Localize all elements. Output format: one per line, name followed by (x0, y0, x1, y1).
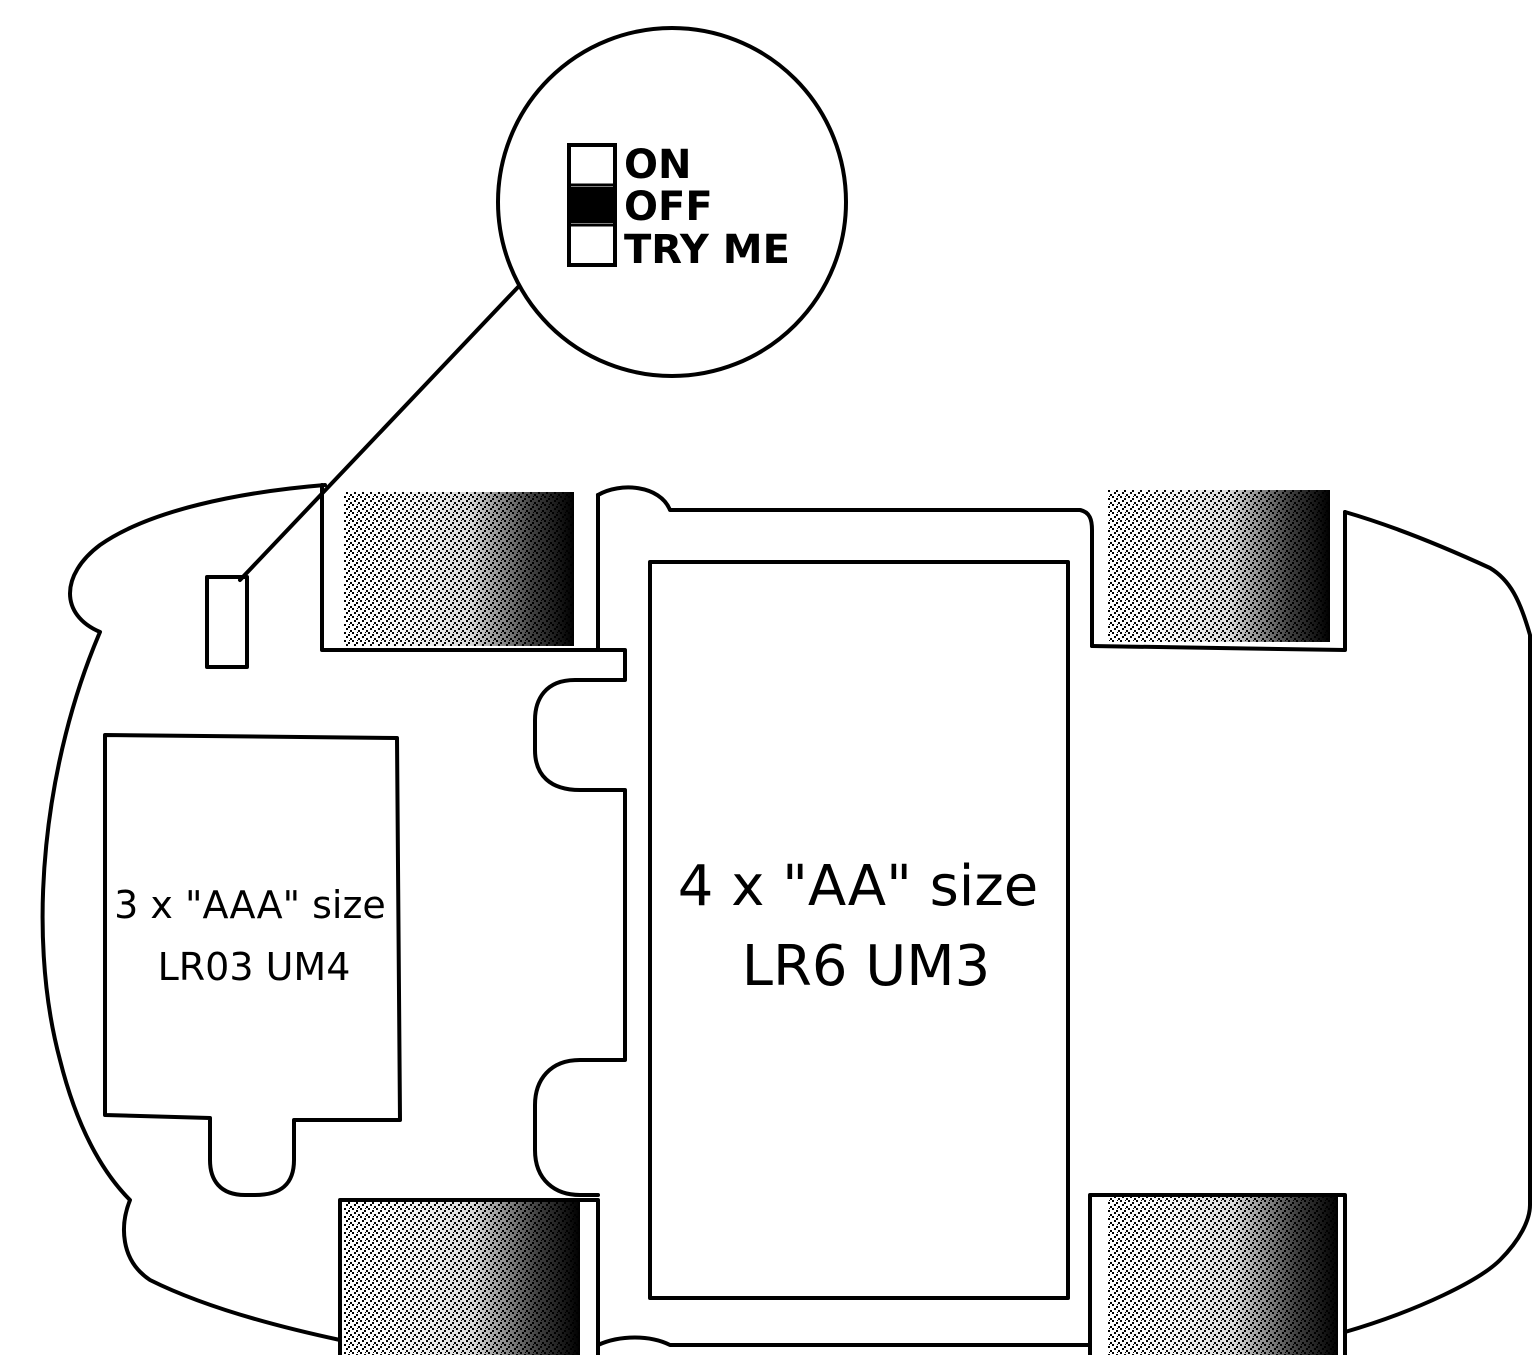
switch-label-try-me: TRY ME (624, 227, 790, 273)
aa-type-label: LR6 UM3 (742, 934, 990, 999)
tire-bottom-right (1108, 1196, 1338, 1355)
power-switch[interactable] (207, 577, 247, 667)
aa-size-label: 4 x "AA" size (678, 854, 1038, 919)
switch-label-on: ON (624, 142, 691, 188)
aaa-size-label: 3 x "AAA" size (114, 883, 386, 927)
aa-battery-compartment (650, 562, 1068, 1298)
tire-bottom-left (344, 1200, 580, 1355)
tire-top-left (344, 492, 574, 646)
switch-slider (569, 187, 615, 223)
aaa-type-label: LR03 UM4 (158, 945, 351, 989)
tire-top-right (1108, 490, 1330, 642)
switch-label-off: OFF (624, 184, 713, 230)
